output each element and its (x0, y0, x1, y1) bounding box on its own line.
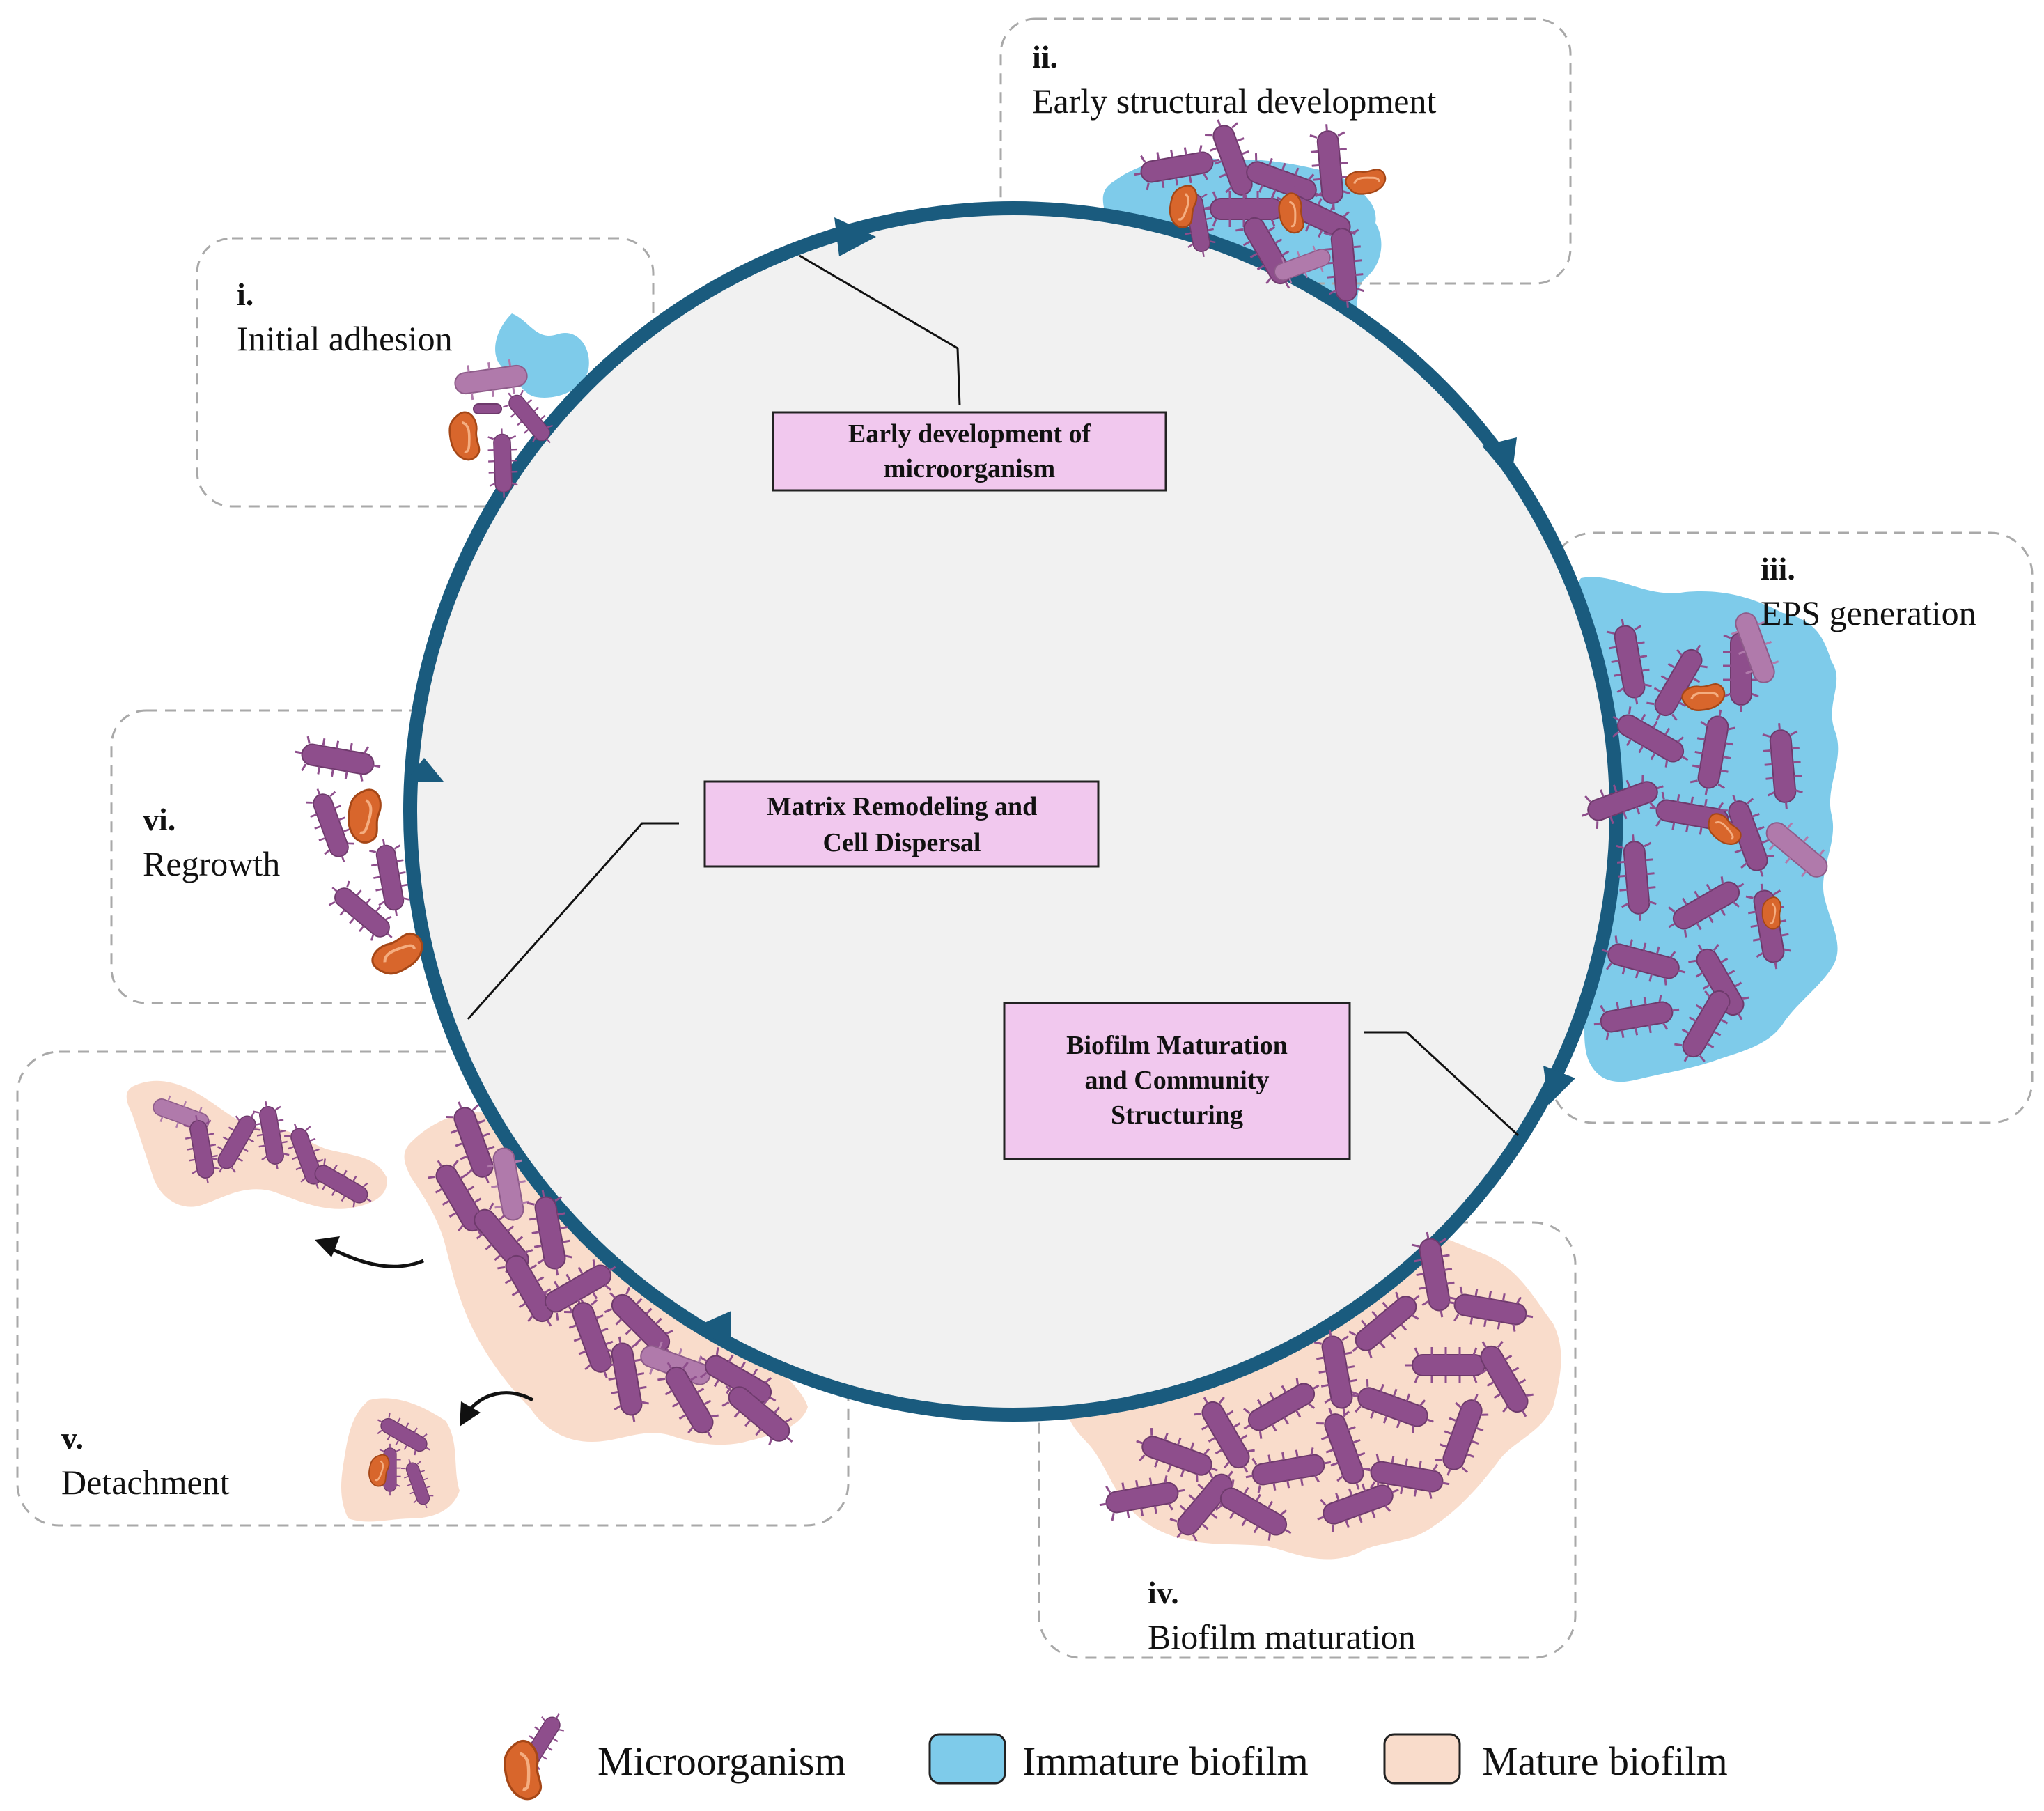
process-box (1003, 1002, 1351, 1160)
legend: Microorganism Immature biofilm Mature bi… (493, 1706, 1728, 1805)
process-early-development: Early development of microorganism (772, 254, 1167, 492)
stage-title: Detachment (61, 1463, 230, 1502)
stage-number: iii. (1761, 551, 1795, 586)
cycle-arrowhead (405, 758, 444, 782)
cycle-arrowhead (1482, 437, 1517, 481)
process-label-line: microorganism (884, 454, 1055, 483)
process-label-line: Early development of (848, 419, 1092, 449)
process-label-line: Structuring (1111, 1101, 1243, 1130)
cycle-arrowhead (695, 1311, 731, 1350)
legend-swatch-immature (928, 1733, 1006, 1785)
legend-swatch-mature (1383, 1733, 1461, 1785)
stage-i-label: i. Initial adhesion (237, 277, 453, 358)
cycle-arrowhead (1543, 1066, 1575, 1105)
process-biofilm-maturation: Biofilm Maturation and Community Structu… (1003, 1002, 1520, 1160)
stage-number: v. (61, 1420, 84, 1456)
legend-microorganism-icon (493, 1706, 572, 1805)
stage-iii-label: iii. EPS generation (1761, 551, 1976, 632)
legend-label-immature: Immature biofilm (1022, 1739, 1309, 1784)
legend-label-mature: Mature biofilm (1482, 1739, 1728, 1784)
process-matrix-remodeling: Matrix Remodeling and Cell Dispersal (467, 780, 1100, 1020)
stage-title: Early structural development (1032, 81, 1436, 121)
process-box (772, 411, 1167, 492)
process-label-line: Cell Dispersal (823, 828, 981, 857)
stage-title: Initial adhesion (237, 319, 453, 358)
legend-label-microorganism: Microorganism (598, 1739, 846, 1784)
stage-vi-frame (110, 709, 485, 1004)
stage-ii-label: ii. Early structural development (1032, 39, 1436, 121)
stage-number: i. (237, 277, 253, 312)
stage-number: iv. (1148, 1575, 1179, 1610)
process-label-line: Biofilm Maturation (1066, 1031, 1288, 1060)
cycle-arrowhead (834, 217, 876, 256)
stage-title: Biofilm maturation (1148, 1617, 1416, 1656)
stage-i-cells (438, 356, 561, 499)
stage-number: ii. (1032, 39, 1058, 75)
process-label-line: and Community (1085, 1066, 1270, 1095)
stage-title: Regrowth (143, 844, 280, 883)
stage-vi-label: vi. Regrowth (143, 802, 280, 883)
stage-title: EPS generation (1761, 593, 1976, 632)
stage-v-frame (16, 1050, 850, 1527)
stage-iv-label: iv. Biofilm maturation (1148, 1575, 1416, 1656)
stage-i-frame (196, 237, 655, 508)
leader-line (467, 822, 679, 1020)
stage-number: vi. (143, 802, 175, 837)
process-label-line: Matrix Remodeling and (767, 792, 1037, 821)
process-box (703, 780, 1100, 868)
leader-line (799, 254, 961, 406)
detachment-arrows (315, 1236, 534, 1427)
stage-v-label: v. Detachment (61, 1420, 230, 1502)
leader-line (1364, 1031, 1520, 1137)
